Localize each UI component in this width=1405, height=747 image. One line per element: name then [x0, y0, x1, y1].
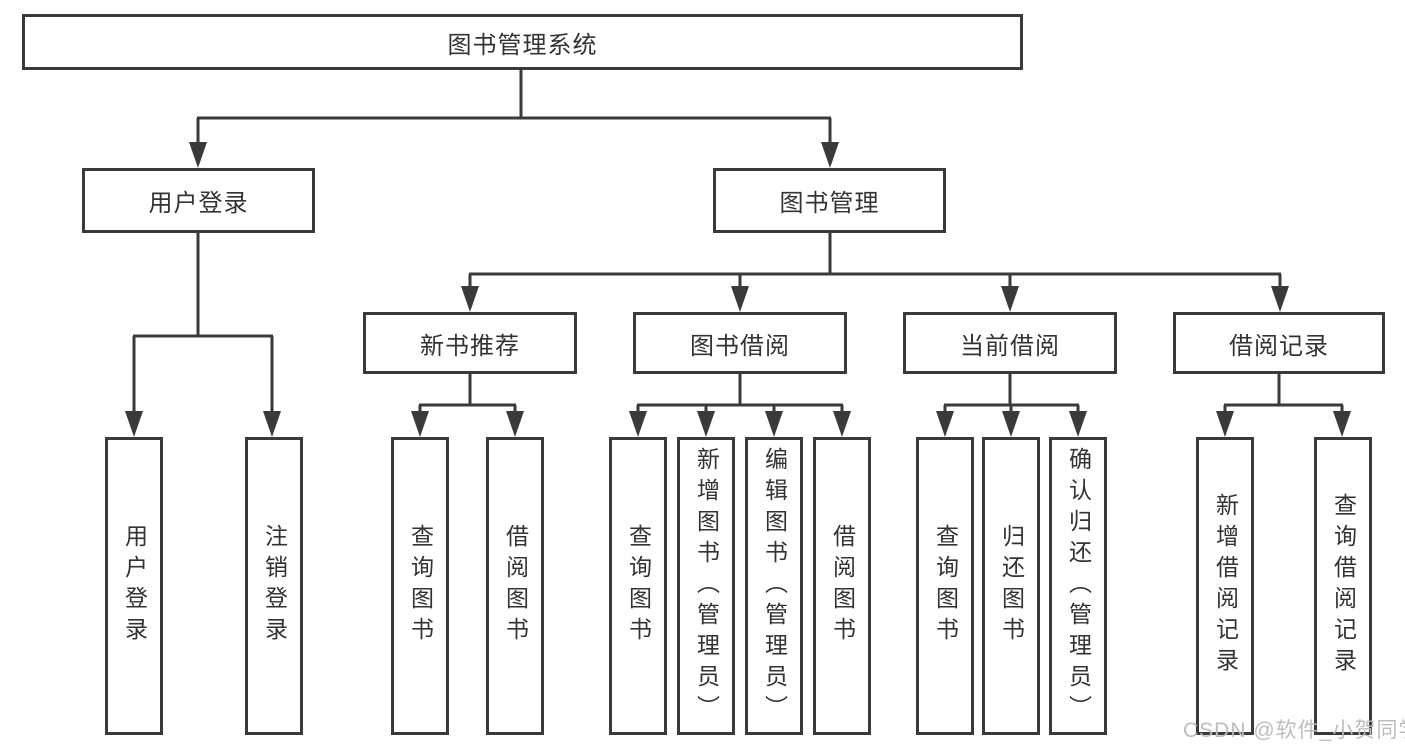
node-label: 确认归还（管理员）: [1065, 446, 1092, 726]
node-book-management: 图书管理: [713, 168, 946, 233]
node-label: 查询借阅记录: [1330, 493, 1357, 679]
node-borrow-record: 借阅记录: [1173, 312, 1385, 374]
node-library-management-system: 图书管理系统: [22, 14, 1023, 70]
node-label: 编辑图书（管理员）: [761, 446, 788, 726]
connector-current-borrow-to-leaves: [936, 374, 1087, 437]
node-label: 用户登录: [121, 524, 148, 648]
leaf-add-borrow-record: 新增借阅记录: [1196, 437, 1254, 735]
node-label: 当前借阅: [960, 332, 1060, 360]
node-label: 归还图书: [998, 524, 1025, 648]
node-label: 新增借阅记录: [1212, 493, 1239, 679]
leaf-edit-book-admin: 编辑图书（管理员）: [745, 437, 803, 735]
node-label: 借阅图书: [502, 524, 529, 648]
connector-borrow-record-to-leaves: [1216, 374, 1351, 437]
node-user-login: 用户登录: [82, 168, 315, 233]
node-label: 图书借阅: [690, 332, 790, 360]
node-label: 借阅图书: [829, 524, 856, 648]
connector-new-book-recommend-to-leaves: [411, 374, 524, 437]
node-label: 查询图书: [407, 524, 434, 648]
node-label: 借阅记录: [1229, 332, 1329, 360]
connector-root-to-level2: [189, 68, 839, 168]
connector-user-login-to-leaves: [125, 233, 281, 437]
leaf-logout: 注销登录: [245, 437, 303, 735]
connector-book-borrow-to-leaves: [629, 374, 851, 437]
leaf-query-book-borrow: 查询图书: [609, 437, 667, 735]
node-label: 注销登录: [261, 524, 288, 648]
leaf-query-book-current: 查询图书: [916, 437, 974, 735]
node-label: 查询图书: [625, 524, 652, 648]
node-label: 用户登录: [148, 190, 249, 217]
leaf-borrow-book: 借阅图书: [813, 437, 871, 735]
leaf-query-book-recommend: 查询图书: [391, 437, 449, 735]
node-label: 查询图书: [932, 524, 959, 648]
leaf-confirm-return-admin: 确认归还（管理员）: [1049, 437, 1107, 735]
leaf-user-login: 用户登录: [105, 437, 163, 735]
node-new-book-recommend: 新书推荐: [363, 312, 577, 374]
node-label: 图书管理系统: [447, 31, 598, 59]
leaf-return-book: 归还图书: [982, 437, 1040, 735]
node-label: 图书管理: [779, 190, 880, 217]
leaf-query-borrow-record: 查询借阅记录: [1314, 437, 1372, 735]
node-current-borrow: 当前借阅: [903, 312, 1117, 374]
leaf-add-book-admin: 新增图书（管理员）: [677, 437, 735, 735]
node-label: 新增图书（管理员）: [693, 446, 720, 726]
leaf-borrow-book-recommend: 借阅图书: [486, 437, 544, 735]
csdn-watermark: CSDN @软件_小贺同学: [1183, 719, 1405, 742]
node-book-borrow: 图书借阅: [633, 312, 847, 374]
connector-book-management-to-level3: [461, 233, 1289, 312]
node-label: 新书推荐: [420, 332, 520, 360]
